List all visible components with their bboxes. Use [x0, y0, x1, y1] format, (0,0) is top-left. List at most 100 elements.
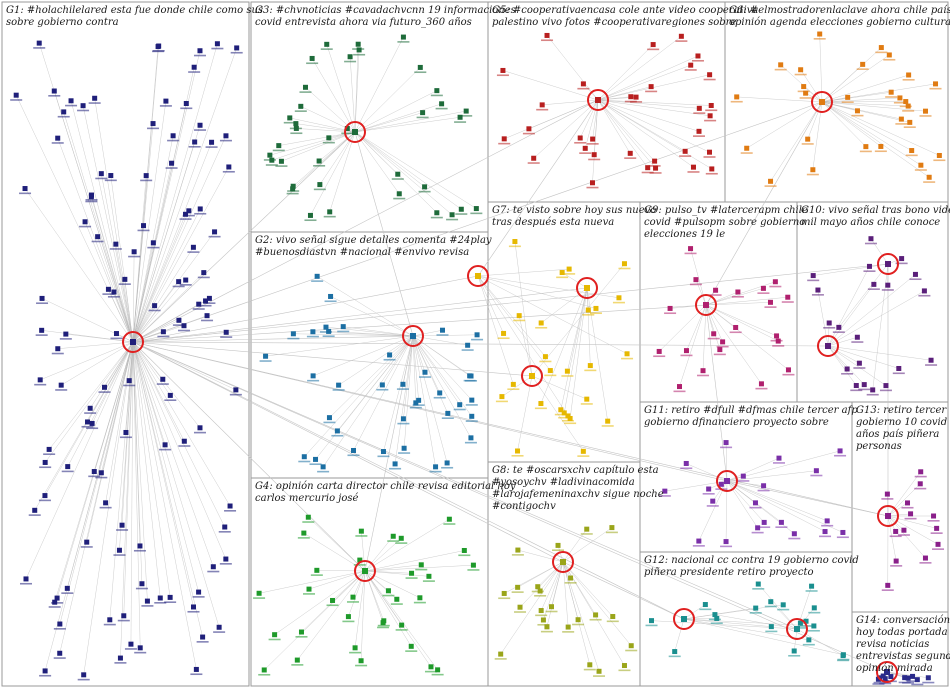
g5-node[interactable] [634, 95, 639, 100]
g6-node[interactable] [805, 137, 810, 142]
g1-node[interactable] [156, 44, 161, 49]
g9-node[interactable] [711, 331, 716, 336]
g13-node[interactable] [901, 528, 906, 533]
g9-node[interactable] [785, 295, 790, 300]
g7-node[interactable] [515, 448, 520, 453]
g11-node[interactable] [724, 440, 729, 445]
g3-node[interactable] [293, 121, 298, 126]
g11-node[interactable] [792, 531, 797, 536]
g1-node[interactable] [211, 564, 216, 569]
g5-node[interactable] [540, 102, 545, 107]
g7-node[interactable] [622, 261, 627, 266]
g4-node[interactable] [295, 658, 300, 663]
g2-hub-node[interactable] [410, 333, 416, 339]
g5-node[interactable] [628, 94, 633, 99]
g1-node[interactable] [123, 430, 128, 435]
g12-node[interactable] [769, 624, 774, 629]
g3-node[interactable] [279, 159, 284, 164]
g4-node[interactable] [350, 595, 355, 600]
g1-node[interactable] [194, 667, 199, 672]
g3-node[interactable] [317, 182, 322, 187]
g2-node[interactable] [327, 415, 332, 420]
g4-node[interactable] [394, 597, 399, 602]
g10-node[interactable] [862, 382, 867, 387]
g2-node[interactable] [336, 383, 341, 388]
g7-node[interactable] [511, 382, 516, 387]
g1-node[interactable] [23, 186, 28, 191]
g5-node[interactable] [709, 166, 714, 171]
g8-node[interactable] [544, 624, 549, 629]
g1-node[interactable] [117, 548, 122, 553]
g6-node[interactable] [878, 144, 883, 149]
g4-hub-node[interactable] [362, 568, 368, 574]
g1-node[interactable] [132, 249, 137, 254]
g1-node[interactable] [102, 385, 107, 390]
g3-node[interactable] [303, 85, 308, 90]
g7-node[interactable] [588, 363, 593, 368]
g11-node[interactable] [741, 474, 746, 479]
g1-node[interactable] [198, 123, 203, 128]
g3-node[interactable] [294, 126, 299, 131]
g6-node[interactable] [897, 95, 902, 100]
g5-node[interactable] [500, 68, 505, 73]
g11-node[interactable] [710, 499, 715, 504]
g1-node[interactable] [65, 464, 70, 469]
g10-node[interactable] [815, 288, 820, 293]
g5-node[interactable] [651, 42, 656, 47]
g3-node[interactable] [422, 184, 427, 189]
g10-node[interactable] [836, 325, 841, 330]
g3-node[interactable] [434, 210, 439, 215]
g6-node[interactable] [798, 67, 803, 72]
g6-node[interactable] [937, 153, 942, 158]
g3-node[interactable] [310, 56, 315, 61]
g1-node[interactable] [52, 600, 57, 605]
g1-node[interactable] [40, 296, 45, 301]
g6-node[interactable] [734, 94, 739, 99]
g4-node[interactable] [299, 630, 304, 635]
g6-node[interactable] [879, 45, 884, 50]
g2-node[interactable] [457, 402, 462, 407]
g10-node[interactable] [855, 335, 860, 340]
g2-node[interactable] [475, 332, 480, 337]
g11-node[interactable] [719, 482, 724, 487]
g8-node[interactable] [502, 591, 507, 596]
g13-node[interactable] [918, 469, 923, 474]
g5-node[interactable] [695, 53, 700, 58]
g4-node[interactable] [272, 632, 277, 637]
g8-node[interactable] [584, 527, 589, 532]
g6-node[interactable] [860, 62, 865, 67]
g13-node[interactable] [905, 500, 910, 505]
g5-node[interactable] [697, 106, 702, 111]
g8-node[interactable] [609, 525, 614, 530]
g6-node[interactable] [768, 179, 773, 184]
g3-node[interactable] [317, 159, 322, 164]
g7-node[interactable] [593, 306, 598, 311]
g12-node[interactable] [841, 652, 846, 657]
g1-node[interactable] [201, 270, 206, 275]
g1-node[interactable] [84, 540, 89, 545]
g1-node[interactable] [161, 329, 166, 334]
g1-node[interactable] [14, 93, 19, 98]
g2-node[interactable] [302, 454, 307, 459]
g8-node[interactable] [629, 643, 634, 648]
g1-node[interactable] [103, 500, 108, 505]
g3-node[interactable] [439, 101, 444, 106]
g1-node[interactable] [223, 557, 228, 562]
g2-node[interactable] [440, 328, 445, 333]
g1-node[interactable] [99, 171, 104, 176]
g5-node[interactable] [679, 34, 684, 39]
g4-node[interactable] [419, 562, 424, 567]
g4-node[interactable] [391, 534, 396, 539]
g1-node[interactable] [120, 523, 125, 528]
g11-node[interactable] [762, 520, 767, 525]
g5-node[interactable] [688, 63, 693, 68]
g6-node[interactable] [778, 62, 783, 67]
g3-node[interactable] [287, 115, 292, 120]
g1-node[interactable] [139, 581, 144, 586]
g4-node[interactable] [409, 644, 414, 649]
g9-node[interactable] [684, 348, 689, 353]
g9-node[interactable] [677, 384, 682, 389]
g5-node[interactable] [592, 152, 597, 157]
g3-node[interactable] [356, 42, 361, 47]
g1-node[interactable] [141, 223, 146, 228]
